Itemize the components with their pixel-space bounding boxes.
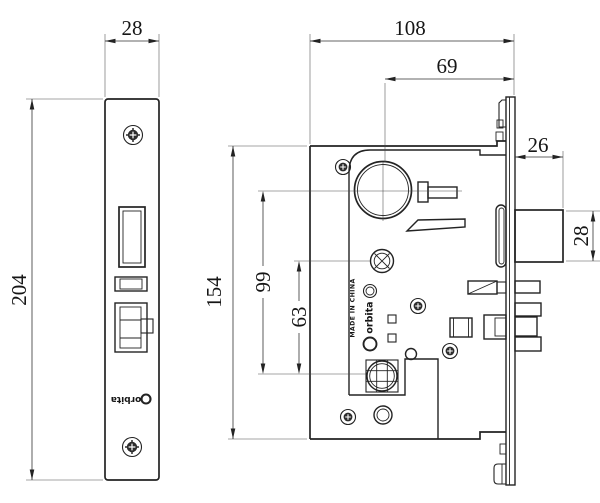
dim-aux-to-cylinder: 63 — [287, 260, 370, 374]
adjuster-screw — [369, 248, 395, 274]
dim-latch-bolt-height: 28 — [566, 210, 600, 262]
bottom-hook — [493, 463, 506, 485]
dim-text-28-width: 28 — [122, 16, 143, 40]
faceplate-top-screw-icon — [122, 124, 144, 146]
dim-front-plate-width: 28 — [104, 16, 160, 97]
faceplate-front-view: orbita — [104, 98, 160, 481]
case-outline — [309, 140, 506, 440]
dim-case-height: 154 — [202, 145, 307, 440]
brand-o-icon — [140, 393, 152, 405]
latch-window — [118, 206, 146, 268]
dim-text-26: 26 — [528, 133, 549, 157]
deadbolt — [449, 302, 542, 352]
dim-text-154: 154 — [202, 276, 226, 308]
dim-text-108: 108 — [394, 16, 426, 40]
lever-plate — [405, 218, 466, 232]
stamp-square-2 — [387, 333, 397, 343]
spindle-bar — [427, 186, 458, 199]
dim-text-28-latch: 28 — [569, 226, 593, 247]
brand-o-icon — [362, 336, 378, 352]
faceplate-logo-text: orbita — [111, 394, 142, 404]
dim-text-69: 69 — [437, 54, 458, 78]
faceplate-brand-logo: orbita — [111, 393, 152, 405]
aux-latch — [467, 280, 541, 295]
latch-guide — [495, 204, 507, 268]
faceplate-outline — [104, 98, 160, 481]
made-in-china-text: MADE IN CHINA — [350, 278, 357, 337]
case-logo-text: orbita — [365, 301, 376, 333]
lock-body-side-view: MADE IN CHINA orbita — [309, 96, 564, 486]
faceplate-bottom-screw-icon — [121, 436, 143, 458]
dim-text-63: 63 — [287, 307, 311, 328]
case-screw-top-left-icon — [334, 158, 352, 176]
top-hook — [498, 99, 506, 128]
dim-case-depth: 108 — [309, 16, 515, 144]
stamp-square-1 — [387, 314, 397, 324]
case-screw-center-icon — [409, 297, 427, 315]
bottom-port — [373, 405, 393, 425]
case-screw-bottom-left-icon — [339, 408, 357, 426]
key-cylinder — [365, 359, 399, 393]
dim-text-99: 99 — [251, 272, 275, 293]
pin-hole — [404, 347, 418, 361]
handle-hub — [353, 160, 458, 221]
registered-mark-inner — [365, 286, 375, 296]
latch-guide-inner — [498, 207, 505, 265]
dim-latch-projection: 26 — [515, 133, 564, 208]
aux-window — [114, 276, 148, 292]
dim-text-204: 204 — [7, 274, 31, 306]
dim-hub-to-cylinder: 99 — [251, 190, 462, 375]
deadbolt-window — [114, 302, 154, 353]
registered-mark-icon — [362, 283, 378, 299]
case-brand-stamp: MADE IN CHINA orbita — [350, 278, 397, 352]
dim-backset: 69 — [384, 54, 514, 162]
latch-bolt — [514, 209, 564, 263]
spindle-hub — [417, 181, 429, 203]
dim-front-plate-height: 204 — [7, 98, 103, 481]
case-screw-right-icon — [441, 342, 459, 360]
